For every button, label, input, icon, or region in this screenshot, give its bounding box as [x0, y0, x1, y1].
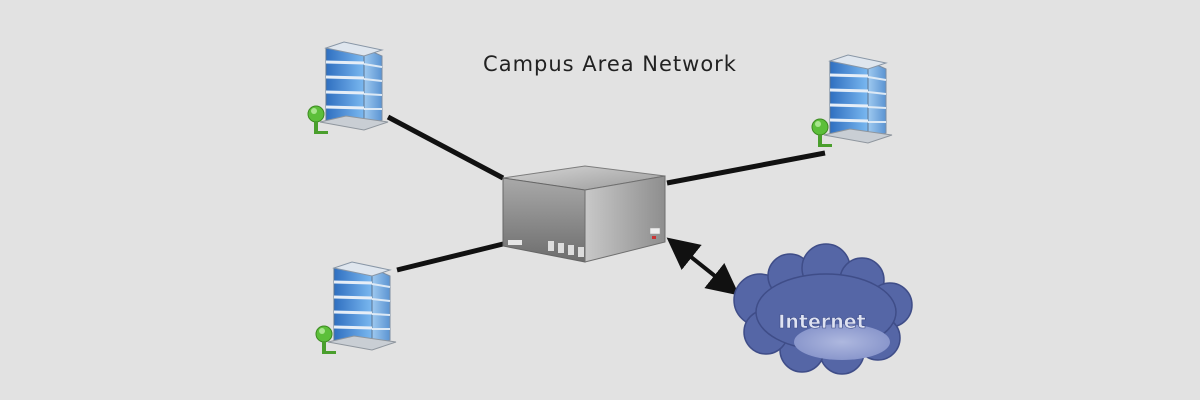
link-bottom-left — [396, 241, 504, 273]
office-building-icon — [315, 260, 398, 355]
cloud-icon: Internet — [733, 243, 913, 375]
diagram-title: Campus Area Network — [483, 52, 737, 76]
link-internet — [666, 237, 740, 296]
office-building-icon — [307, 40, 390, 135]
server-box-icon — [502, 165, 666, 263]
link-top-left — [386, 114, 505, 181]
link-top-right — [666, 150, 826, 186]
office-building-icon — [811, 53, 894, 148]
internet-label: Internet — [778, 311, 865, 333]
